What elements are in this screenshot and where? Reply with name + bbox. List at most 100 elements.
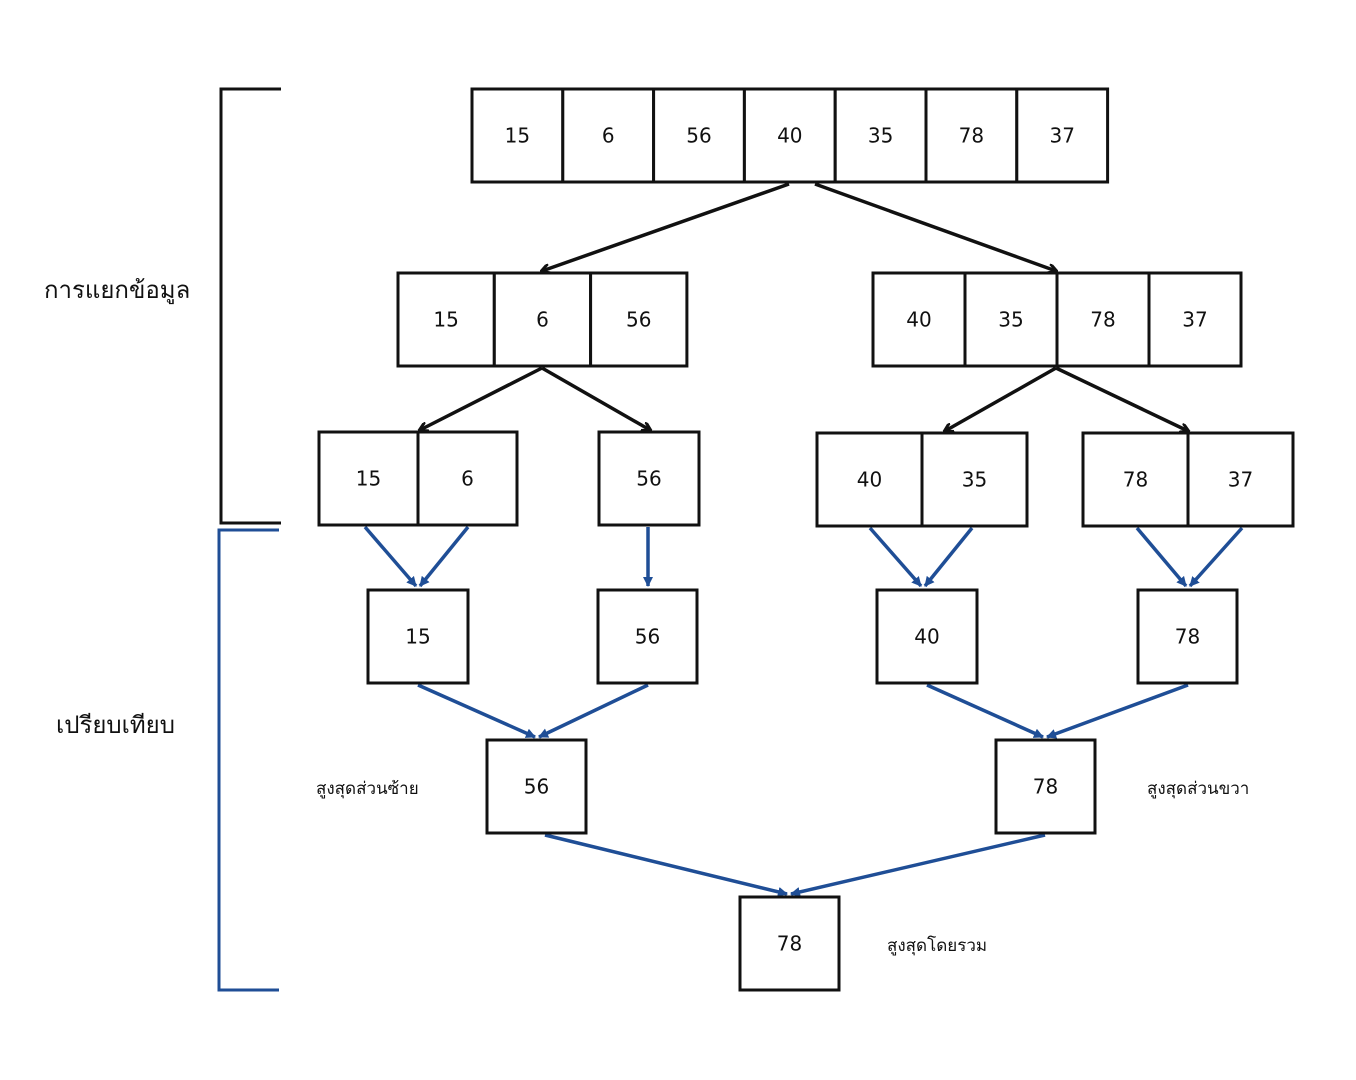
compare-arrow: [790, 833, 1046, 897]
compare1-group: 40: [875, 588, 979, 685]
compare-arrow: [538, 683, 649, 739]
result-group: 78: [738, 895, 841, 992]
array-cell: 15: [470, 87, 565, 184]
compare2-group: 78: [994, 738, 1097, 835]
cell-value: 6: [536, 308, 549, 332]
compare1-group: 78: [1136, 588, 1239, 685]
cell-value: 56: [626, 308, 651, 332]
array-cell: 78: [924, 87, 1019, 184]
cell-value: 78: [1033, 775, 1058, 799]
cell-box: [492, 271, 593, 368]
cell-box: [366, 588, 470, 685]
cell-value: 40: [857, 468, 882, 492]
cell-box: [1015, 87, 1110, 184]
cell-value: 56: [524, 775, 549, 799]
array-cell: 37: [1015, 87, 1110, 184]
cell-value: 37: [1182, 308, 1207, 332]
array-cell: 40: [875, 588, 979, 685]
array-cell: 37: [1147, 271, 1243, 368]
array-cell: 78: [1136, 588, 1239, 685]
cell-value: 6: [602, 124, 615, 148]
cell-value: 40: [906, 308, 931, 332]
cell-box: [871, 271, 967, 368]
cell-box: [596, 588, 699, 685]
split1-group: 15 6 56: [396, 271, 689, 368]
compare-arrow: [417, 683, 536, 739]
compare-arrow: [1188, 526, 1244, 588]
cell-box: [1147, 271, 1243, 368]
array-cell: 78: [1055, 271, 1151, 368]
split2-group: 40 35: [815, 431, 1029, 528]
cell-box: [924, 87, 1019, 184]
cell-box: [589, 271, 689, 368]
array-cell: 40: [742, 87, 837, 184]
compare-bracket: [217, 528, 279, 992]
compare-arrow: [868, 526, 923, 588]
cell-box: [738, 895, 841, 992]
cell-box: [875, 588, 979, 685]
split-arrow: [1055, 366, 1188, 431]
array-cell: 56: [589, 271, 689, 368]
array-cell: 6: [561, 87, 656, 184]
array-cell: 56: [652, 87, 746, 184]
cell-box: [1055, 271, 1151, 368]
split-arrow: [542, 182, 790, 271]
split1-group: 40 35 78 37: [871, 271, 1243, 368]
split2-group: 15 6: [317, 430, 519, 527]
cell-box: [1186, 431, 1295, 528]
cell-value: 56: [636, 467, 661, 491]
cell-value: 78: [959, 124, 984, 148]
array-cell: 6: [416, 430, 519, 527]
cell-value: 15: [405, 625, 430, 649]
cell-box: [561, 87, 656, 184]
array-cell: 78: [1081, 431, 1190, 528]
array-cell: 56: [485, 738, 588, 835]
compare-arrow: [1046, 683, 1189, 739]
cell-value: 56: [686, 124, 711, 148]
cell-value: 6: [461, 467, 474, 491]
left-max-label: สูงสุดส่วนซ้าย: [316, 779, 419, 799]
cell-box: [742, 87, 837, 184]
array-cell: 35: [963, 271, 1059, 368]
cell-box: [416, 430, 519, 527]
cell-value: 78: [1123, 468, 1148, 492]
split-arrow: [945, 366, 1057, 431]
array-cell: 56: [596, 588, 699, 685]
cell-value: 35: [962, 468, 987, 492]
split-arrow: [814, 182, 1056, 271]
overall-max-label: สูงสุดโดยรวม: [887, 936, 988, 956]
cell-box: [485, 738, 588, 835]
cell-value: 35: [868, 124, 893, 148]
array-cell: 35: [920, 431, 1029, 528]
array-cell: 15: [396, 271, 496, 368]
cell-value: 15: [356, 467, 381, 491]
compare-arrow: [923, 526, 974, 588]
compare1-group: 15: [366, 588, 470, 685]
array-cell: 6: [492, 271, 593, 368]
cell-box: [470, 87, 565, 184]
cell-value: 35: [998, 308, 1023, 332]
compare-section-label: เปรียบเทียบ: [56, 711, 175, 739]
split-arrow: [420, 366, 543, 430]
root-group: 15 6 56 40 35 78 37: [470, 87, 1110, 184]
cell-box: [994, 738, 1097, 835]
compare-arrow: [363, 525, 418, 588]
compare-arrow: [544, 833, 788, 897]
cell-value: 15: [505, 124, 530, 148]
cell-box: [597, 430, 701, 527]
cell-value: 78: [1175, 625, 1200, 649]
array-cell: 40: [815, 431, 924, 528]
compare2-group: 56: [485, 738, 588, 835]
split-section-label: การแยกข้อมูล: [44, 276, 191, 304]
cell-value: 56: [635, 625, 660, 649]
cell-box: [1136, 588, 1239, 685]
split2-group: 56: [597, 430, 701, 527]
cell-box: [1081, 431, 1190, 528]
array-cell: 35: [833, 87, 928, 184]
array-cell: 15: [317, 430, 420, 527]
cell-value: 78: [1090, 308, 1115, 332]
cell-box: [920, 431, 1029, 528]
